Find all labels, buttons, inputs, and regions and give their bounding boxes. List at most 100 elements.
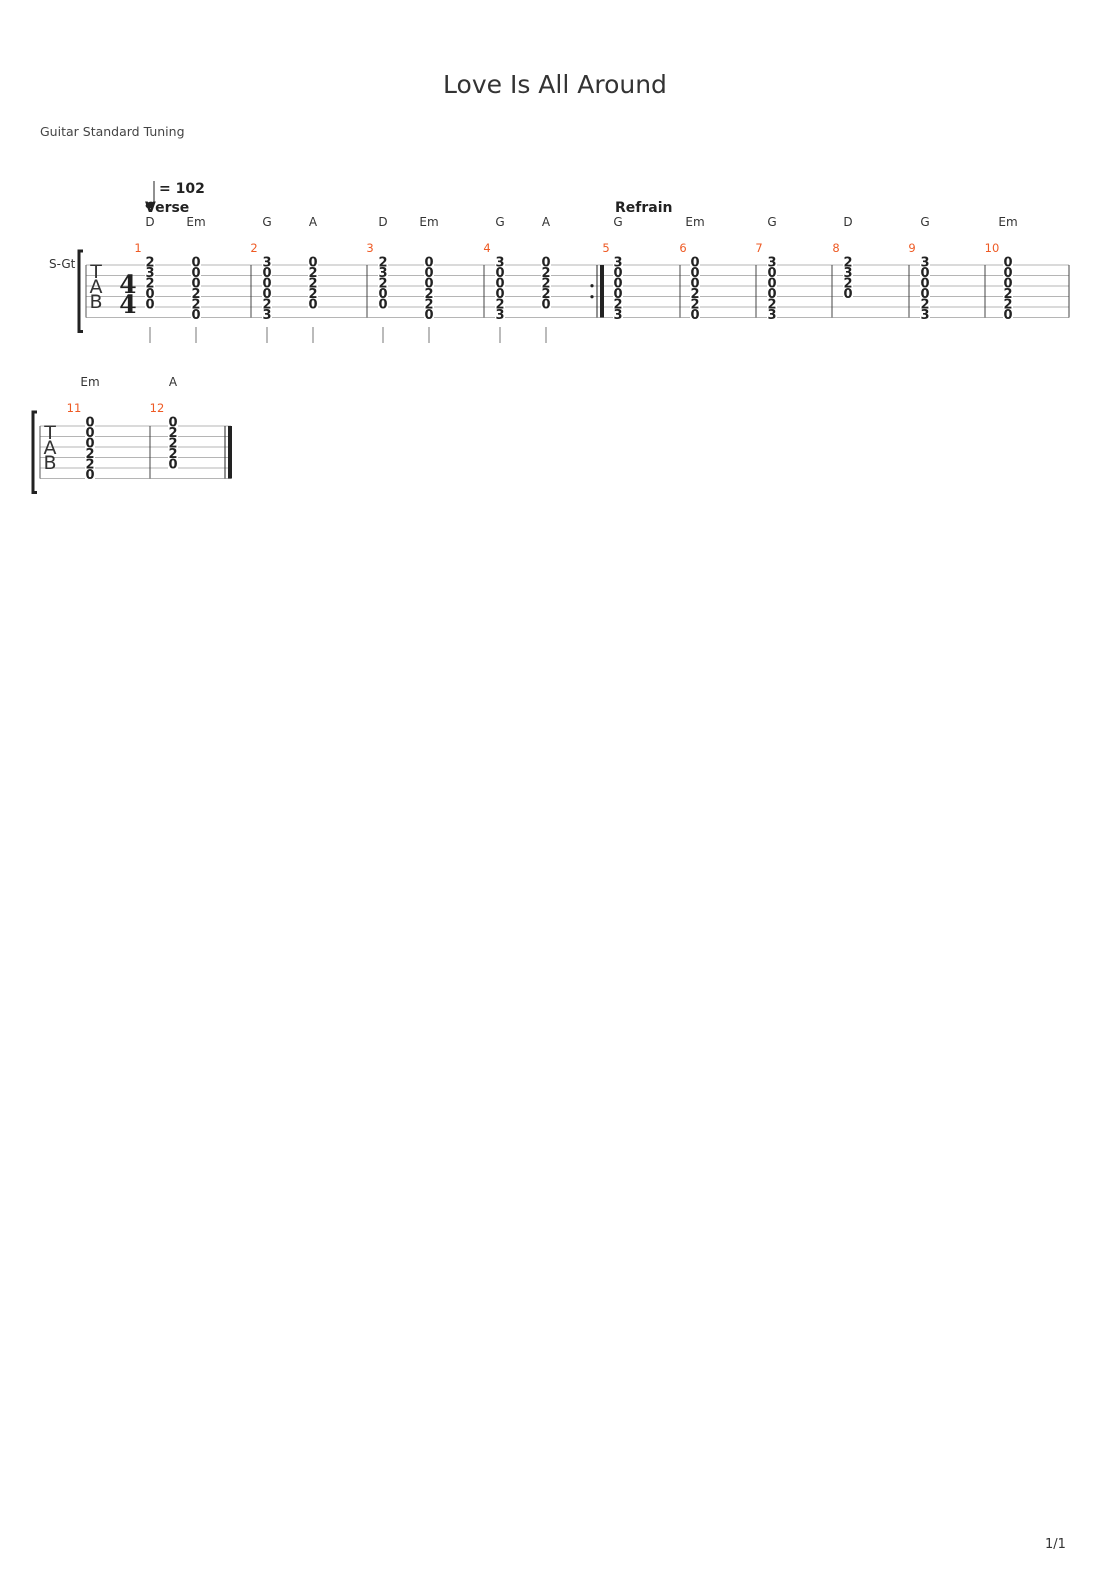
system-bracket xyxy=(31,410,37,494)
fret-number: 3 xyxy=(495,308,504,323)
fret-number: 0 xyxy=(85,468,94,483)
fret-number: 3 xyxy=(843,266,852,281)
fret-number: 0 xyxy=(85,437,94,452)
fret-mask xyxy=(191,267,201,278)
fret-number: 2 xyxy=(920,298,929,313)
fret-mask xyxy=(690,278,700,288)
fret-number: 2 xyxy=(262,298,271,313)
fret-number: 2 xyxy=(843,256,852,271)
fret-mask xyxy=(85,448,95,459)
fret-mask xyxy=(920,267,930,278)
fret-number: 0 xyxy=(308,298,317,313)
fret-mask xyxy=(541,299,551,309)
fret-number: 2 xyxy=(843,277,852,292)
fret-mask xyxy=(191,257,201,267)
fret-mask xyxy=(191,278,201,288)
fret-number: 2 xyxy=(378,256,387,271)
fret-mask xyxy=(495,278,505,288)
fret-number: 0 xyxy=(1003,277,1012,292)
bar-number: 8 xyxy=(832,241,839,255)
bar-number: 7 xyxy=(755,241,762,255)
fret-mask xyxy=(920,278,930,288)
fret-number: 2 xyxy=(191,287,200,302)
fret-mask xyxy=(541,267,551,278)
fret-mask xyxy=(1003,299,1013,309)
fret-number: 2 xyxy=(541,266,550,281)
chord-name: D xyxy=(843,215,852,229)
system-bracket xyxy=(77,249,83,333)
fret-mask xyxy=(1003,309,1013,320)
tempo-marking: = 102 xyxy=(159,181,205,197)
fret-mask xyxy=(262,257,272,267)
fret-number: 0 xyxy=(85,426,94,441)
fret-mask xyxy=(613,278,623,288)
chord-name: G xyxy=(495,215,504,229)
fret-mask xyxy=(690,257,700,267)
final-barline-thick xyxy=(228,426,232,479)
fret-number: 0 xyxy=(613,287,622,302)
fret-mask xyxy=(424,257,434,267)
chord-name: A xyxy=(309,215,318,229)
fret-mask xyxy=(85,469,95,480)
fret-mask xyxy=(85,438,95,448)
fret-mask xyxy=(85,427,95,438)
bar-number: 10 xyxy=(985,241,1000,255)
fret-number: 0 xyxy=(85,416,94,431)
fret-number: 0 xyxy=(767,277,776,292)
fret-number: 3 xyxy=(767,308,776,323)
fret-mask xyxy=(191,288,201,299)
fret-number: 0 xyxy=(1003,256,1012,271)
fret-number: 2 xyxy=(541,287,550,302)
fret-mask xyxy=(85,459,95,469)
fret-number: 0 xyxy=(168,458,177,473)
bar-number: 9 xyxy=(908,241,915,255)
fret-number: 0 xyxy=(168,416,177,431)
fret-number: 0 xyxy=(541,256,550,271)
fret-number: 3 xyxy=(613,256,622,271)
fret-mask xyxy=(145,267,155,278)
tab-clef-letter: T xyxy=(43,422,56,444)
fret-mask xyxy=(613,288,623,299)
tab-clef-letter: T xyxy=(89,261,102,283)
fret-mask xyxy=(424,267,434,278)
fret-mask xyxy=(843,257,853,267)
fret-number: 3 xyxy=(495,256,504,271)
fret-mask xyxy=(308,278,318,288)
fret-number: 2 xyxy=(1003,287,1012,302)
fret-mask xyxy=(843,288,853,299)
bar-number: 6 xyxy=(679,241,686,255)
time-signature-bottom: 4 xyxy=(119,290,136,319)
fret-mask xyxy=(613,309,623,320)
fret-mask xyxy=(541,278,551,288)
fret-mask xyxy=(168,448,178,459)
repeat-dot xyxy=(590,284,594,288)
fret-number: 0 xyxy=(843,287,852,302)
fret-number: 0 xyxy=(191,308,200,323)
chord-name: A xyxy=(542,215,551,229)
fret-mask xyxy=(145,278,155,288)
fret-mask xyxy=(495,288,505,299)
fret-number: 2 xyxy=(690,298,699,313)
fret-number: 2 xyxy=(145,256,154,271)
fret-mask xyxy=(690,288,700,299)
fret-number: 2 xyxy=(541,277,550,292)
fret-number: 3 xyxy=(262,256,271,271)
fret-number: 2 xyxy=(168,437,177,452)
fret-mask xyxy=(843,278,853,288)
fret-mask xyxy=(495,267,505,278)
fret-number: 2 xyxy=(308,287,317,302)
fret-number: 3 xyxy=(145,266,154,281)
fret-number: 0 xyxy=(262,266,271,281)
fret-number: 2 xyxy=(168,447,177,462)
fret-mask xyxy=(262,299,272,309)
fret-number: 0 xyxy=(145,298,154,313)
fret-mask xyxy=(378,299,388,309)
fret-mask xyxy=(378,278,388,288)
fret-mask xyxy=(495,299,505,309)
chord-name: Em xyxy=(186,215,205,229)
fret-mask xyxy=(767,257,777,267)
fret-number: 2 xyxy=(308,266,317,281)
fret-number: 3 xyxy=(613,308,622,323)
fret-mask xyxy=(1003,267,1013,278)
bar-number: 3 xyxy=(366,241,373,255)
